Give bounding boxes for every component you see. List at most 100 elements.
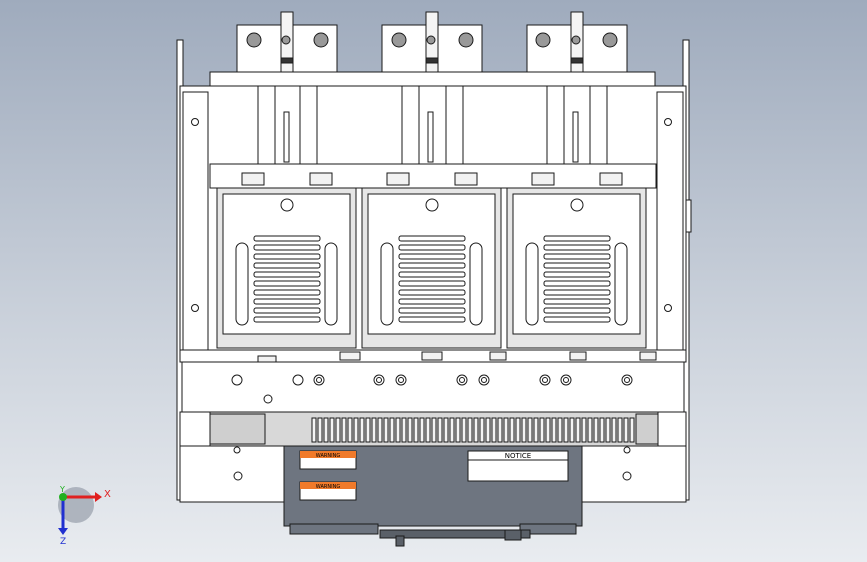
terminal-pin <box>389 417 395 443</box>
terminal-lug-2 <box>381 11 483 74</box>
contact-blocks <box>241 172 623 186</box>
arc-chute-module-2 <box>361 187 502 349</box>
terminal-block-left <box>204 413 266 445</box>
terminal-pin <box>617 417 623 443</box>
contact-rail <box>209 163 657 189</box>
terminal-pin <box>491 417 497 443</box>
terminal-pin <box>581 417 587 443</box>
terminal-pin <box>497 417 503 443</box>
terminal-pin <box>353 417 359 443</box>
terminal-pin <box>341 417 347 443</box>
control-panel-bottom <box>289 523 379 535</box>
terminal-pin <box>425 417 431 443</box>
terminal-pin <box>443 417 449 443</box>
terminal-pin <box>335 417 341 443</box>
terminal-pin <box>563 417 569 443</box>
mount-hole <box>191 118 199 126</box>
terminal-pin <box>317 417 323 443</box>
terminal-pin <box>593 417 599 443</box>
terminal-lug-3 <box>526 11 628 74</box>
terminal-pin <box>407 417 413 443</box>
terminal-lug-1 <box>236 11 338 74</box>
terminal-pin <box>587 417 593 443</box>
connector-tabs <box>257 351 657 363</box>
terminal-pin <box>557 417 563 443</box>
connector-pin <box>395 535 405 547</box>
arc-chute-module-3 <box>506 187 647 349</box>
terminal-pin <box>605 417 611 443</box>
terminal-pin <box>467 417 473 443</box>
terminal-screws <box>231 374 633 404</box>
terminal-pin <box>509 417 515 443</box>
mount-hole <box>623 446 631 454</box>
terminal-pin <box>359 417 365 443</box>
terminal-pin <box>401 417 407 443</box>
terminal-pin <box>383 417 389 443</box>
terminal-block-right <box>635 413 661 445</box>
terminal-pin <box>503 417 509 443</box>
x-axis-label: X <box>104 489 111 500</box>
terminal-pin <box>419 417 425 443</box>
y-axis-dot <box>59 493 67 501</box>
terminal-pin <box>533 417 539 443</box>
left-side-plate <box>182 91 209 355</box>
x-axis-arrowhead <box>95 492 102 502</box>
y-axis-label: Y <box>59 485 65 494</box>
z-axis-arrowhead <box>58 528 68 535</box>
mount-hole <box>622 471 632 481</box>
terminal-pin <box>323 417 329 443</box>
terminal-pin <box>521 417 527 443</box>
terminal-pin <box>377 417 383 443</box>
warning-label-2-text: WARNING <box>316 484 341 490</box>
terminal-pins <box>311 417 635 443</box>
connector-pin <box>504 529 522 541</box>
terminal-pin <box>449 417 455 443</box>
bus-bars <box>257 85 608 167</box>
terminal-pin <box>539 417 545 443</box>
terminal-pin <box>371 417 377 443</box>
terminal-pin <box>461 417 467 443</box>
terminal-pin <box>629 417 635 443</box>
terminal-pin <box>437 417 443 443</box>
terminal-pin <box>431 417 437 443</box>
notice-label: NOTICE <box>467 450 569 482</box>
terminal-pin <box>365 417 371 443</box>
right-side-plate <box>656 91 684 355</box>
connector <box>379 529 531 539</box>
mount-hole <box>233 446 241 454</box>
warning-label-1-text: WARNING <box>316 453 341 459</box>
terminal-pin <box>311 417 317 443</box>
terminal-pin <box>575 417 581 443</box>
z-axis-label: Z <box>60 537 66 547</box>
mount-hole <box>191 304 199 312</box>
terminal-strip-bar <box>181 361 685 413</box>
mount-hole <box>233 471 243 481</box>
terminal-pin <box>545 417 551 443</box>
terminal-pin <box>329 417 335 443</box>
side-tab <box>685 199 692 233</box>
terminal-pin <box>569 417 575 443</box>
top-bar <box>209 71 656 87</box>
terminal-pin <box>515 417 521 443</box>
terminal-pin <box>413 417 419 443</box>
terminal-pin <box>599 417 605 443</box>
terminal-pin <box>485 417 491 443</box>
terminal-pin <box>551 417 557 443</box>
mount-hole <box>664 304 672 312</box>
axis-triad[interactable]: X Y Z <box>58 485 111 547</box>
arc-chute-module-1 <box>216 187 357 349</box>
notice-label-text: NOTICE <box>505 452 531 460</box>
terminal-pin <box>611 417 617 443</box>
warning-label-1: WARNING <box>299 450 357 470</box>
terminal-pin <box>347 417 353 443</box>
warning-label-2: WARNING <box>299 481 357 501</box>
control-panel-bottom <box>519 523 577 535</box>
mount-hole <box>664 118 672 126</box>
terminal-pin <box>527 417 533 443</box>
terminal-pin <box>455 417 461 443</box>
terminal-pin <box>623 417 629 443</box>
terminal-pin <box>395 417 401 443</box>
terminal-pin <box>479 417 485 443</box>
terminal-pin <box>473 417 479 443</box>
